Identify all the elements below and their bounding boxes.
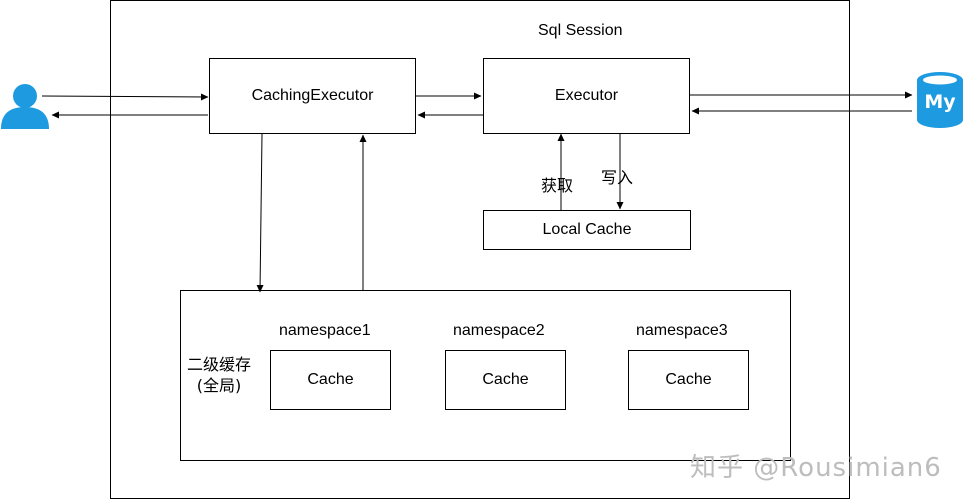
edge-label-get: 获取 xyxy=(541,176,574,195)
edge-user-to-caching xyxy=(41,93,209,101)
second-level-label-line1: 二级缓存 xyxy=(187,355,252,374)
namespace-title: namespace3 xyxy=(636,322,728,339)
namespace-cache-box: Cache xyxy=(270,350,391,410)
second-level-label-line2: (全局) xyxy=(196,376,242,395)
local-cache-box: Local Cache xyxy=(483,210,691,250)
database-icon: My xyxy=(916,71,964,129)
local-cache-label: Local Cache xyxy=(542,221,632,238)
user-icon xyxy=(1,84,49,129)
namespace-title: namespace1 xyxy=(279,322,371,339)
watermark-text: 知乎 @Rousimian6 xyxy=(690,453,942,483)
namespace-cache-box: Cache xyxy=(628,350,749,410)
executor-label: Executor xyxy=(554,87,619,104)
session-title: Sql Session xyxy=(538,22,623,39)
database-icon-text: My xyxy=(924,91,956,113)
namespace-cache-label: Cache xyxy=(482,371,529,388)
namespace-cache-label: Cache xyxy=(665,371,712,388)
watermark: 知乎 @Rousimian6 xyxy=(690,447,942,484)
namespace-cache-box: Cache xyxy=(445,350,566,410)
sql-session-frame xyxy=(110,0,850,499)
second-level-cache-frame xyxy=(180,290,791,461)
edge-label-write: 写入 xyxy=(601,168,634,187)
namespace-cache-label: Cache xyxy=(307,371,354,388)
edge-caching-to-second-level xyxy=(256,133,264,293)
second-level-label: 二级缓存 (全局) xyxy=(187,354,251,396)
executor-box: Executor xyxy=(483,58,690,134)
caching-executor-label: CachingExecutor xyxy=(251,87,374,104)
namespace-title: namespace2 xyxy=(453,322,545,339)
caching-executor-box: CachingExecutor xyxy=(209,58,416,134)
